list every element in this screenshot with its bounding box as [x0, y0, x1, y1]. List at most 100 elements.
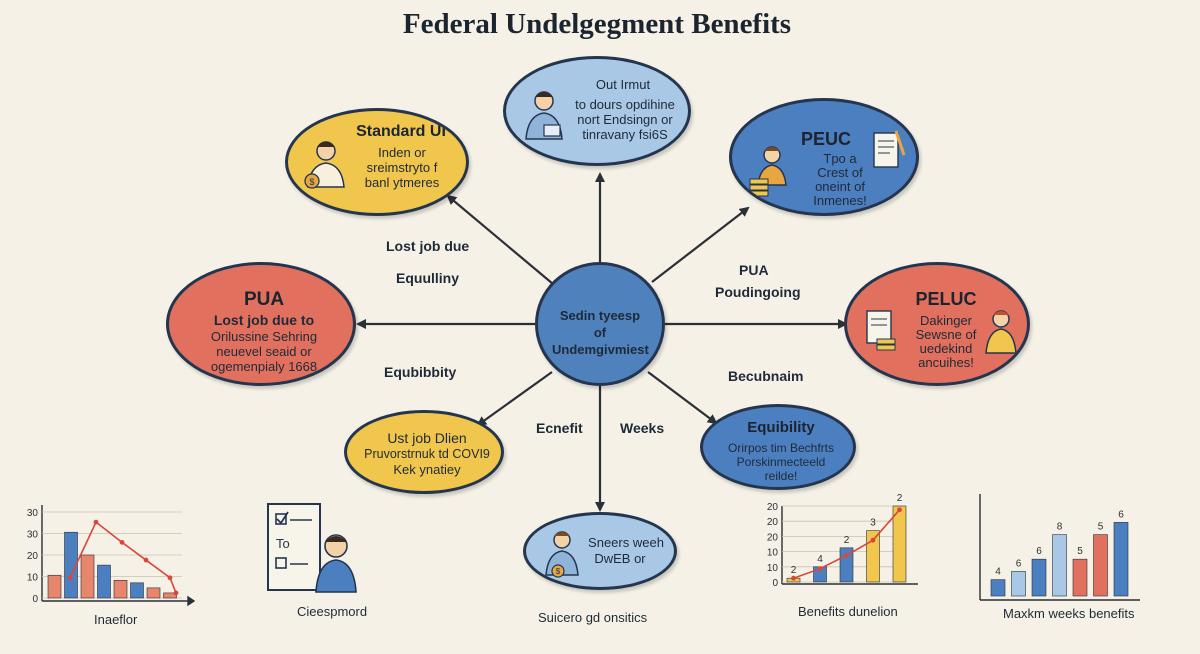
node-equibility-line-2: Porskinmecteeld: [736, 455, 826, 469]
chart-mid-ytick-label: 10: [767, 548, 779, 559]
chart-left-bar: [97, 564, 111, 599]
chart-left-trend-point: [93, 519, 99, 525]
node-peuc[interactable]: PEUC Tpo a Crest of oneint of Inmenes!: [729, 98, 919, 216]
node-top[interactable]: Out Irmut to dours opdihine nort Endsing…: [503, 56, 691, 166]
chart-left-trend-point: [173, 590, 179, 596]
node-peuc-line-2: Crest of: [817, 165, 863, 180]
chart-left-bar: [80, 554, 95, 599]
node-standard-ui-line-2: sreimstryto f: [366, 160, 438, 175]
chart-mid-trend-point: [791, 575, 796, 581]
bottom-caption: Suicero gd onsitics: [538, 610, 648, 625]
chart-left-bar: [113, 579, 128, 599]
chart-mid-ytick-label: 20: [767, 502, 779, 513]
arrow-to-equibility: [647, 371, 718, 425]
chart-mid-caption: Benefits dunelion: [798, 604, 898, 619]
document-stack-icon: [866, 310, 896, 351]
label-pua: PUA: [739, 262, 769, 278]
chart-mid-axes: [781, 506, 918, 585]
node-equibility-line-3: reilde!: [764, 469, 798, 483]
node-peluc-line-3: uedekind: [919, 341, 973, 356]
label-poudingoing: Poudingoing: [715, 284, 801, 300]
node-pua-line-1: Lost job due to: [213, 312, 315, 328]
chart-left-bar: [163, 592, 177, 599]
chart-left-ytick-label: 10: [27, 573, 39, 584]
node-peuc-line-3: oneint of: [815, 179, 865, 194]
chart-left-bar: [64, 531, 78, 599]
center-node[interactable]: Sedin tyeesp of Undemgivmiest: [535, 262, 665, 386]
chart-right-data-label: 6: [1118, 509, 1124, 520]
node-lost-job[interactable]: Ust job Dlien Pruvorstrnuk td COVI9 Kek …: [344, 410, 504, 494]
label-equulliny: Equulliny: [396, 270, 459, 286]
chart-mid-data-label: 2: [844, 535, 850, 546]
chart-mid-ytick-label: 20: [767, 532, 779, 543]
person-with-coin-icon-bottom: $: [545, 531, 579, 578]
document-icon: [873, 130, 906, 168]
node-peluc-line-4: ancuihes!: [918, 355, 974, 370]
chart-mid-data-label: 2: [791, 565, 797, 576]
chart-mid-ytick-label: 20: [767, 517, 779, 528]
chart-mid-data-label: 3: [870, 518, 876, 529]
chart-right-data-label: 5: [1077, 546, 1083, 557]
node-pua-line-3: neuevel seaid or: [216, 344, 312, 359]
chart-right-axes: [979, 494, 1140, 601]
label-lost-job-due: Lost job due: [386, 238, 470, 254]
chart-left-trend-point: [119, 539, 125, 545]
chart-left-ytick-label: 30: [27, 530, 39, 541]
node-pua-line-2: Orilussine Sehring: [210, 329, 318, 344]
node-peluc-line-2: Sewsne of: [915, 327, 977, 342]
arrow-to-standard-ui: [446, 194, 554, 285]
chart-mid-data-label: 2: [897, 493, 903, 504]
chart-mid-bar: [892, 505, 907, 583]
node-equibility[interactable]: Equibility Orirpos tim Bechfrts Porskinm…: [700, 404, 856, 490]
chart-left-bar: [47, 574, 62, 599]
node-standard-ui-title: Standard UI: [356, 123, 446, 140]
label-weeks: Weeks: [620, 420, 665, 436]
chart-right-bar: [1072, 558, 1088, 597]
node-standard-ui[interactable]: Standard UI Inden or sreimstryto f banl …: [285, 108, 469, 216]
chart-left-ytick-label: 0: [32, 594, 38, 605]
chart-right-bar: [1052, 534, 1067, 597]
node-bottom[interactable]: Sneers weeh DwEB or $: [523, 512, 677, 590]
label-ecnefit: Ecnefit: [536, 420, 583, 436]
node-peuc-line-1: Tpo a: [823, 151, 857, 166]
diagram-title: Federal Undelgegment Benefits: [402, 8, 792, 40]
chart-right-bar: [1093, 534, 1108, 597]
person-with-coin-icon: $: [304, 141, 345, 189]
chart-mid-ytick-label: 0: [772, 578, 778, 589]
chart-mid-trend-point: [844, 553, 849, 558]
chart-mid-ytick-label: 10: [767, 563, 779, 574]
node-bottom-line-1: Sneers weeh: [588, 535, 664, 550]
chart-left-caption: Inaeflor: [94, 612, 138, 627]
person-at-laptop-icon: [525, 91, 563, 140]
chart-left-ytick-label: 20: [27, 551, 39, 562]
node-standard-ui-line-3: banl ytmeres: [364, 175, 440, 190]
node-peluc-title: PELUC: [915, 289, 977, 309]
chart-right-data-label: 4: [995, 567, 1001, 578]
node-pua-line-4: ogemenpialy 1668: [210, 359, 318, 374]
chart-left-trend-point: [67, 575, 73, 581]
chart-right-data-label: 6: [1036, 546, 1042, 557]
node-peluc[interactable]: PELUC Dakinger Sewsne of uedekind ancuih…: [844, 262, 1030, 386]
node-bottom-line-2: DwEB or: [594, 551, 646, 566]
chart-right-bar: [1031, 558, 1047, 597]
node-lost-job-line-2: Pruvorstrnuk td COVI9: [364, 447, 490, 461]
chart-mid-trend-point: [897, 507, 902, 513]
chart-left-bar: [130, 582, 144, 599]
arrow-to-lost-job: [476, 371, 553, 427]
node-pua[interactable]: PUA Lost job due to Orilussine Sehring n…: [166, 262, 356, 386]
node-top-line-2: to dours opdihine: [575, 97, 675, 112]
chart-mid-trend-point: [870, 537, 876, 543]
chart-left-axes: [41, 505, 196, 607]
chart-left-bar: [146, 587, 161, 599]
person-reading-icon: [985, 310, 1017, 354]
node-standard-ui-line-1: Inden or: [378, 145, 426, 160]
center-node-label: Sedin tyeesp of Undemgivmiest: [552, 308, 649, 357]
chart-right-data-label: 8: [1057, 522, 1063, 533]
label-becubnaim: Becubnaim: [728, 368, 804, 384]
chart-mid-data-label: 4: [817, 554, 823, 565]
clipboard-text: To: [276, 536, 290, 551]
chart-mid-bar: [866, 530, 880, 583]
node-lost-job-line-1: Ust job Dlien: [387, 430, 467, 446]
